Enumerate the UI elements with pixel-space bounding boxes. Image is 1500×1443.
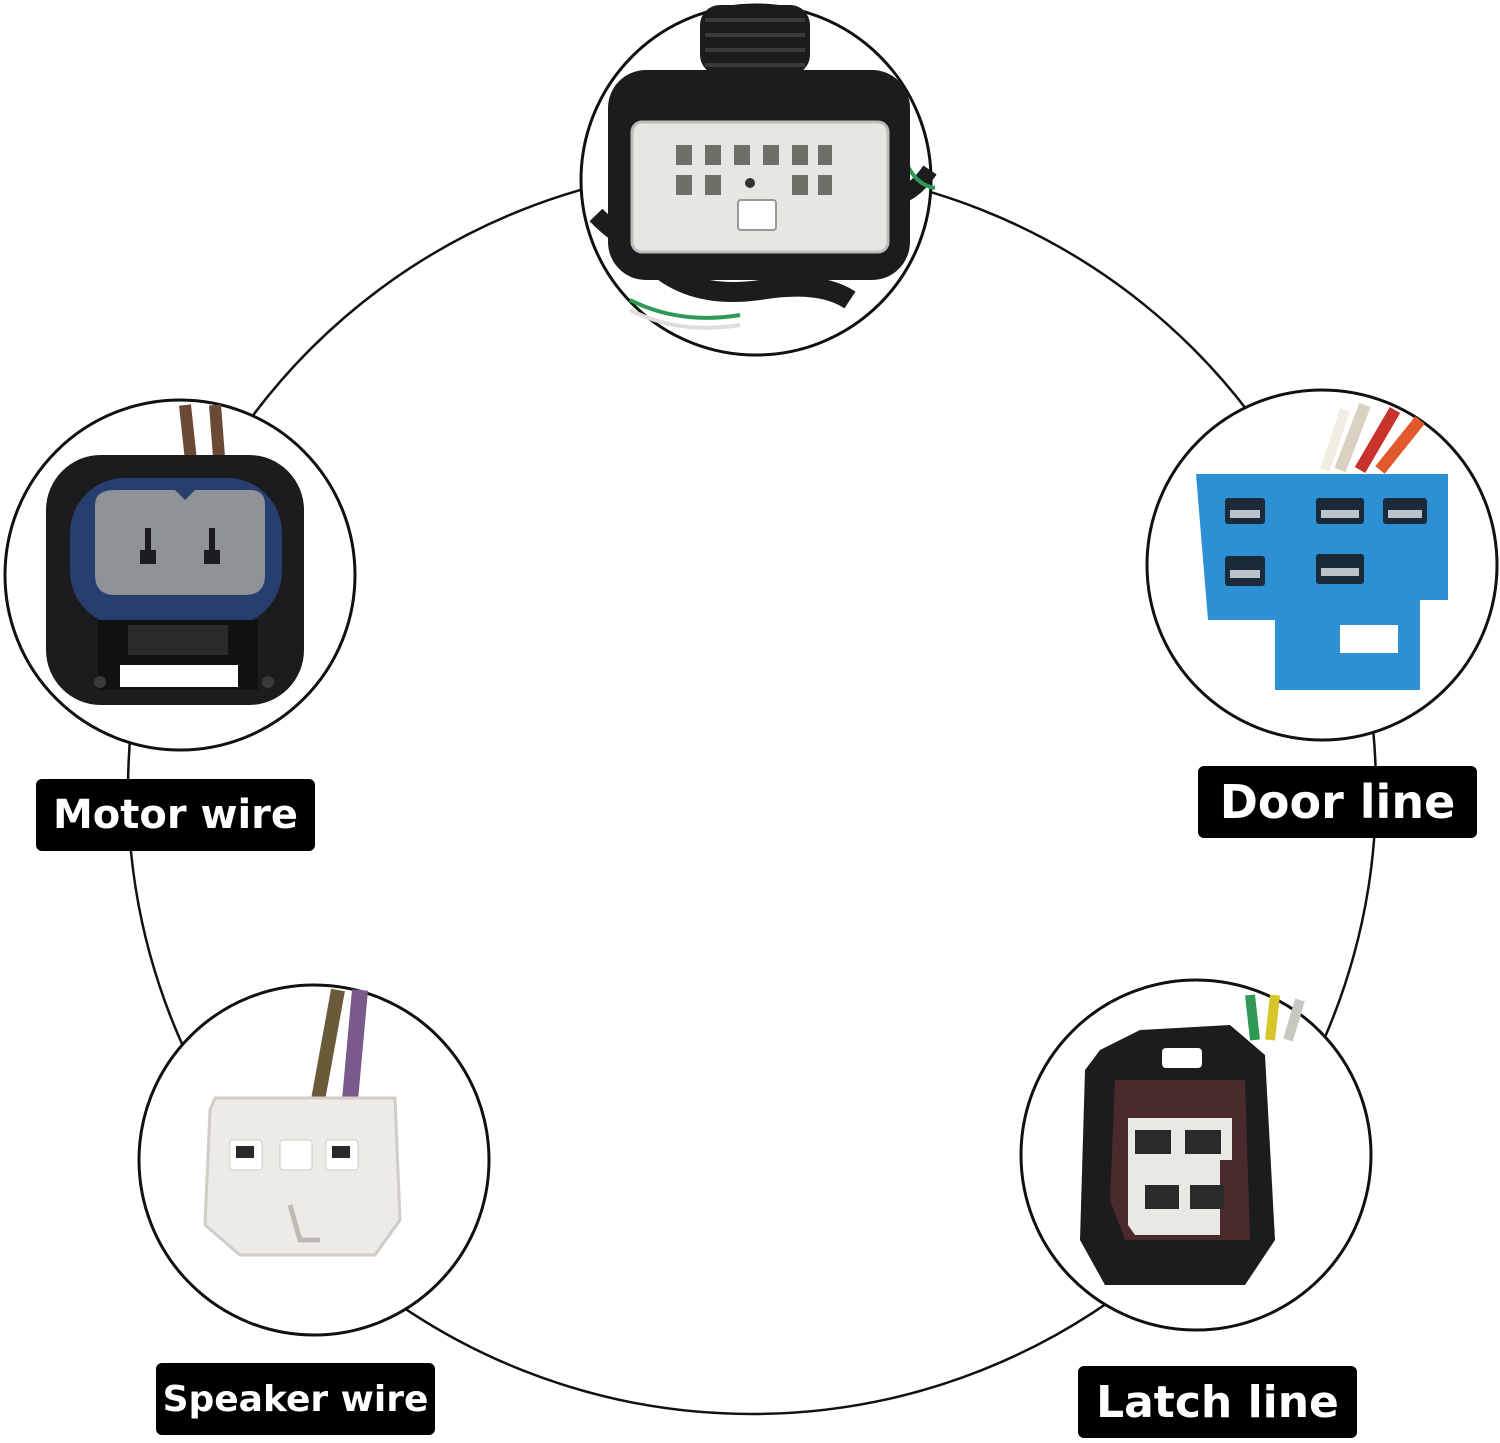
speaker-connector-callout xyxy=(137,983,491,1337)
door-connector-callout xyxy=(1145,388,1499,742)
three-pin-white-connector-icon xyxy=(203,988,402,1257)
six-pin-blue-connector-icon xyxy=(1196,402,1448,690)
multi-pin-connector-icon xyxy=(589,5,937,330)
two-pin-connector-icon xyxy=(46,404,304,705)
door-line-label: Door line xyxy=(1198,766,1477,838)
latch-line-label: Latch line xyxy=(1078,1366,1357,1438)
speaker-wire-label: Speaker wire xyxy=(156,1363,435,1435)
top-connector-callout xyxy=(579,3,937,357)
motor-connector-callout xyxy=(3,398,357,752)
four-pin-connector-icon xyxy=(1080,994,1305,1285)
motor-wire-label: Motor wire xyxy=(36,779,315,851)
latch-connector-callout xyxy=(1019,978,1373,1332)
